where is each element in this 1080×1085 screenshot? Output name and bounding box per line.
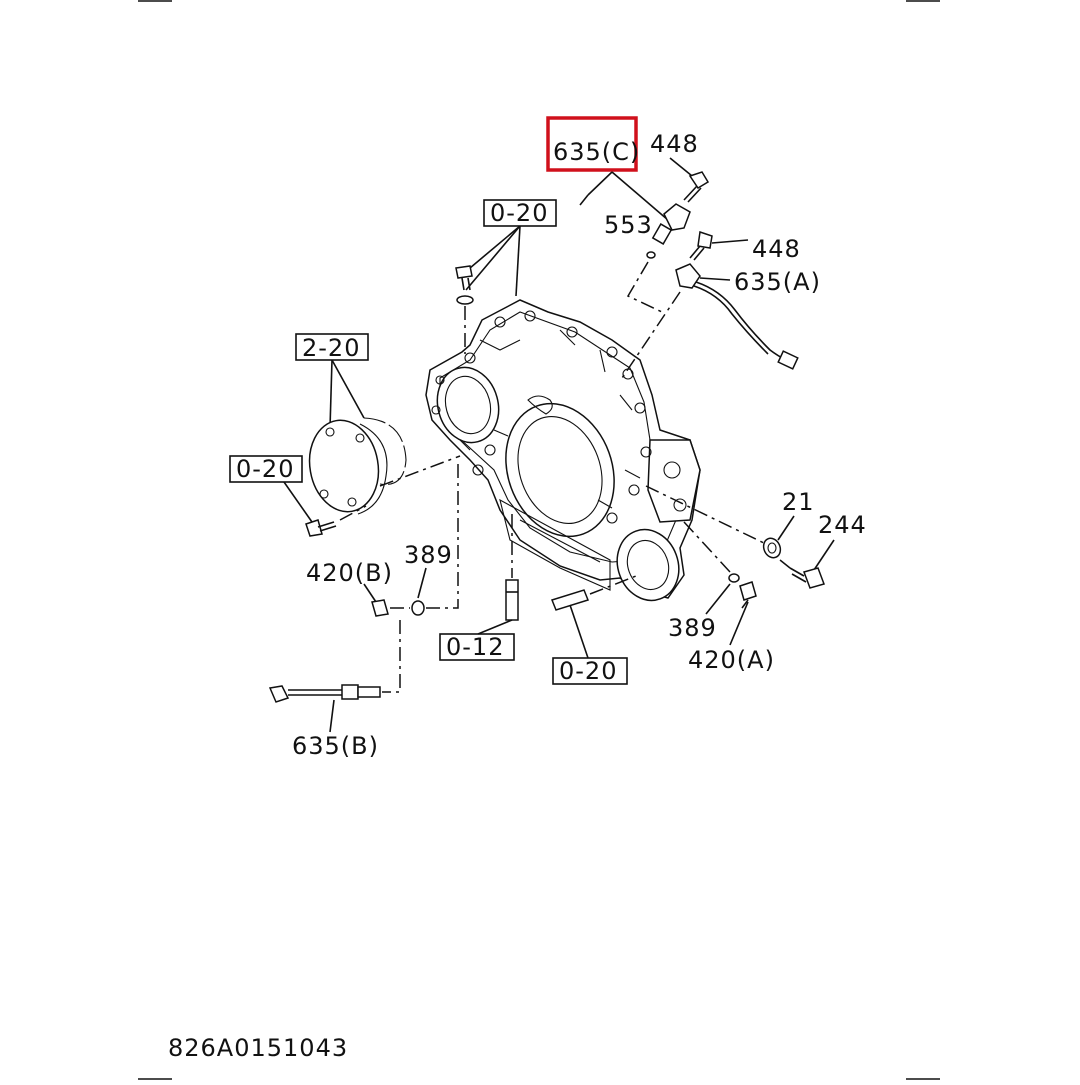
ref-0-20-top: 0-20 <box>490 199 548 227</box>
sensor-b-assembly: 389 420(B) 635(B) <box>268 462 459 760</box>
callout-635a: 635(A) <box>734 268 821 296</box>
crop-marks <box>138 0 940 1080</box>
ref-0-12: 0-12 <box>446 633 504 661</box>
callout-635b: 635(B) <box>292 732 379 760</box>
inspection-cover-group: 2-20 0-20 <box>229 333 461 537</box>
callout-448-mid: 448 <box>752 235 801 263</box>
highlight-box <box>546 116 638 172</box>
bottom-stud-group: 0-20 <box>551 575 637 685</box>
callout-635c: 635(C) <box>553 138 640 166</box>
callout-553: 553 <box>604 211 653 239</box>
callout-389-left: 389 <box>404 541 453 569</box>
stud-group: 0-12 <box>439 514 519 661</box>
ref-0-20-left: 0-20 <box>236 455 294 483</box>
callout-420b: 420(B) <box>306 559 393 587</box>
ref-2-20: 2-20 <box>302 334 360 362</box>
callout-420a: 420(A) <box>688 646 775 674</box>
ref-0-20-bottom: 0-20 <box>559 657 617 685</box>
callout-389-right: 389 <box>668 614 717 642</box>
flywheel-housing <box>425 299 701 602</box>
right-drain-group: 389 420(A) <box>668 521 775 674</box>
callout-21: 21 <box>782 488 815 516</box>
sensor-c-assembly: 635(C) 448 553 <box>546 116 710 313</box>
callout-244: 244 <box>818 511 867 539</box>
right-plug-group: 21 244 <box>645 485 867 589</box>
drawing-number: 826A0151043 <box>168 1034 349 1062</box>
sensor-a-assembly: 448 635(A) <box>621 231 821 379</box>
callout-448-top: 448 <box>650 130 699 158</box>
top-mounting-bolt-group: 0-20 <box>455 199 557 354</box>
